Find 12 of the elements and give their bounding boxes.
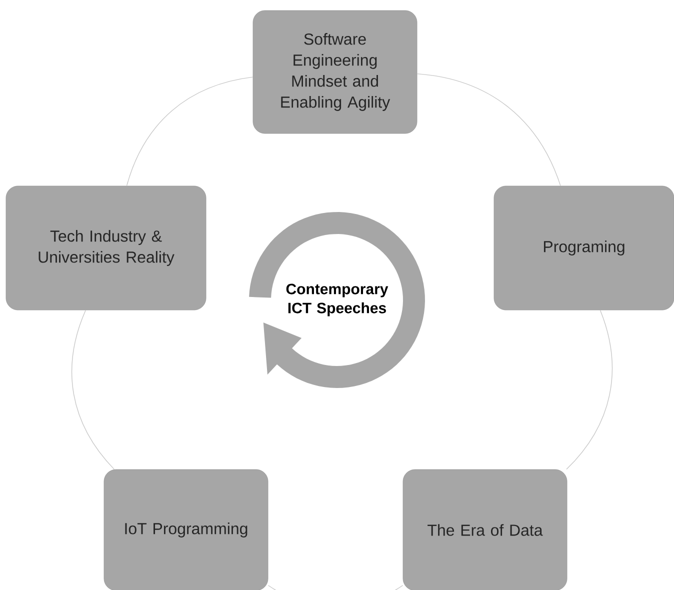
ring-connector	[566, 310, 613, 470]
ring-connector	[268, 585, 404, 590]
topic-box: IoT Programming	[104, 469, 268, 590]
ring-connector	[126, 76, 254, 186]
topic-box: Tech Industry & Universities Reality	[6, 186, 206, 310]
circular-arrow	[249, 212, 425, 388]
topic-box: The Era of Data	[402, 469, 568, 590]
ring-connector	[416, 73, 561, 186]
ring-connector	[72, 310, 115, 470]
center-label: Contemporary ICT Speeches	[286, 284, 388, 316]
topic-box: Programing	[494, 186, 674, 310]
topic-box: Software Engineering Mindset and Enabling Agility	[252, 10, 418, 134]
